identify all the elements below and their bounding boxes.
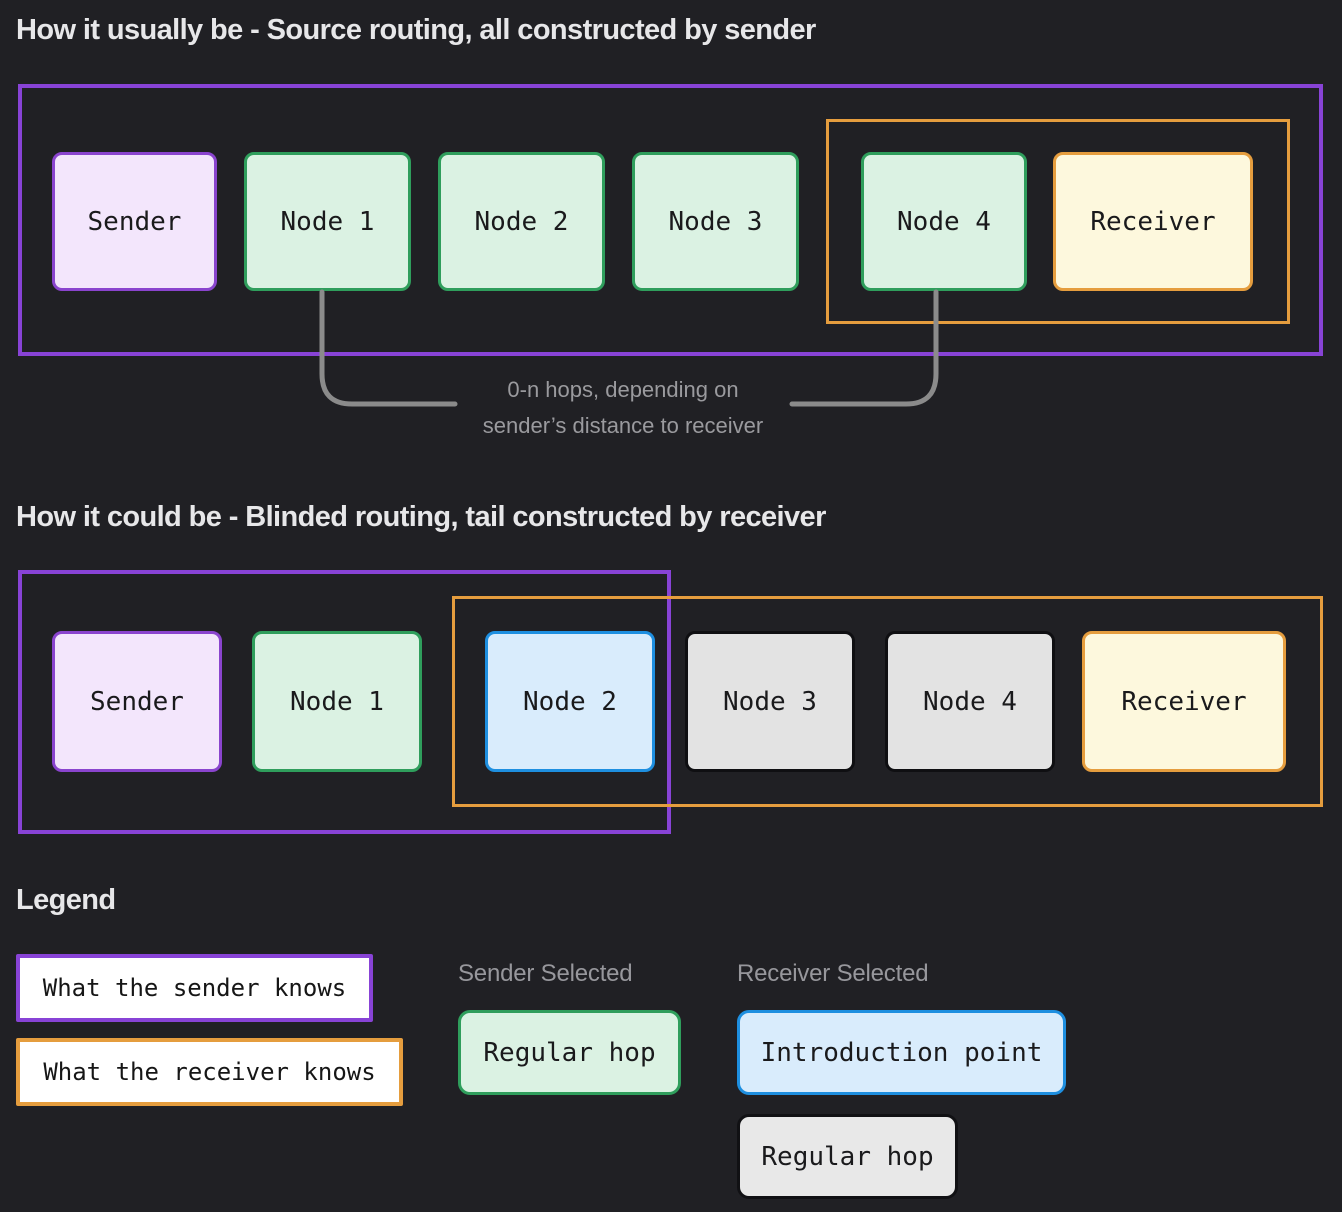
node-label: Node 3 xyxy=(668,206,763,237)
legend-sender-regular-hop-chip: Regular hop xyxy=(458,1010,681,1095)
legend-receiver-knows-box: What the receiver knows xyxy=(16,1038,403,1106)
node-box-sender: Sender xyxy=(52,631,222,772)
node-label: Node 3 xyxy=(723,686,817,717)
node-box-node1: Node 1 xyxy=(252,631,422,772)
hops-annotation-line2: sender’s distance to receiver xyxy=(482,413,764,438)
node-label: Node 2 xyxy=(523,686,617,717)
node-label: Receiver xyxy=(1121,686,1247,717)
node-box-node4: Node 4 xyxy=(885,631,1055,772)
node-label: Node 4 xyxy=(923,686,1017,717)
node-label: Sender xyxy=(87,206,182,237)
blinded-routing-title: How it could be - Blinded routing, tail … xyxy=(16,501,826,533)
node-box-node2: Node 2 xyxy=(438,152,605,291)
legend-receiver-selected-label: Receiver Selected xyxy=(737,960,929,987)
node-box-node1: Node 1 xyxy=(244,152,411,291)
source-routing-title: How it usually be - Source routing, all … xyxy=(16,14,816,46)
legend-introduction-point-label: Introduction point xyxy=(760,1037,1043,1068)
legend-sender-knows-label: What the sender knows xyxy=(42,974,347,1002)
hops-annotation: 0-n hops, depending on sender’s distance… xyxy=(392,372,854,444)
legend-sender-regular-hop-label: Regular hop xyxy=(483,1037,656,1068)
hops-annotation-line1: 0-n hops, depending on xyxy=(507,377,739,402)
node-label: Node 1 xyxy=(280,206,375,237)
legend-receiver-regular-hop-label: Regular hop xyxy=(761,1141,934,1172)
node-label: Node 1 xyxy=(290,686,384,717)
node-label: Sender xyxy=(90,686,184,717)
sender-knowledge-outline-row1 xyxy=(18,84,1323,356)
node-label: Receiver xyxy=(1090,206,1216,237)
legend-receiver-regular-hop-chip: Regular hop xyxy=(737,1114,958,1199)
node-box-node3: Node 3 xyxy=(685,631,855,772)
node-box-node2-introduction-point: Node 2 xyxy=(485,631,655,772)
legend-introduction-point-chip: Introduction point xyxy=(737,1010,1066,1095)
node-label: Node 2 xyxy=(474,206,569,237)
legend-sender-selected-label: Sender Selected xyxy=(458,960,633,987)
node-box-node4: Node 4 xyxy=(861,152,1027,291)
node-box-receiver: Receiver xyxy=(1053,152,1253,291)
receiver-knowledge-outline-row2 xyxy=(452,596,1323,807)
legend-sender-knows-box: What the sender knows xyxy=(16,954,373,1022)
legend-receiver-knows-label: What the receiver knows xyxy=(43,1058,376,1086)
node-box-node3: Node 3 xyxy=(632,152,799,291)
receiver-knowledge-outline-row1 xyxy=(826,119,1290,324)
legend-heading: Legend xyxy=(16,884,116,916)
node-box-sender: Sender xyxy=(52,152,217,291)
node-label: Node 4 xyxy=(897,206,991,237)
node-box-receiver: Receiver xyxy=(1082,631,1286,772)
sender-knowledge-outline-row2 xyxy=(18,570,671,834)
